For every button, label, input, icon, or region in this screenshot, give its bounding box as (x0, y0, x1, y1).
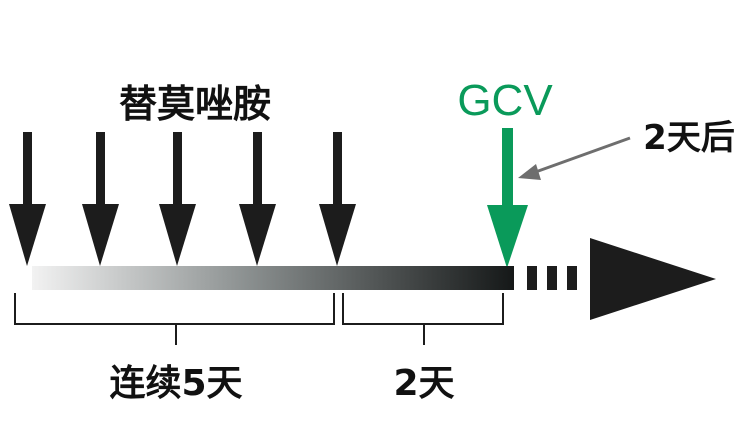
dose-arrow-1-icon (9, 132, 46, 266)
drug-label: 替莫唑胺 (119, 82, 271, 126)
dose-arrow-2-icon (82, 132, 119, 266)
timeline-continuation (527, 266, 577, 290)
timeline-arrowhead-icon (590, 238, 716, 320)
gcv-label: GCV (457, 76, 553, 125)
five-days-bracket (14, 293, 335, 345)
two-days-bracket (342, 293, 504, 345)
after-two-days-label: 2天后 (643, 118, 735, 158)
dose-arrow-4-icon (239, 132, 276, 266)
five-days-label: 连续5天 (109, 363, 242, 404)
dose-arrow-5-icon (319, 132, 356, 266)
two-days-label: 2天 (393, 363, 454, 404)
drug-dose-arrows (9, 132, 356, 266)
dose-arrow-3-icon (159, 132, 196, 266)
timeline-bar (32, 266, 514, 290)
pointer-arrow-icon (518, 136, 631, 180)
gcv-arrow-icon (487, 128, 528, 268)
